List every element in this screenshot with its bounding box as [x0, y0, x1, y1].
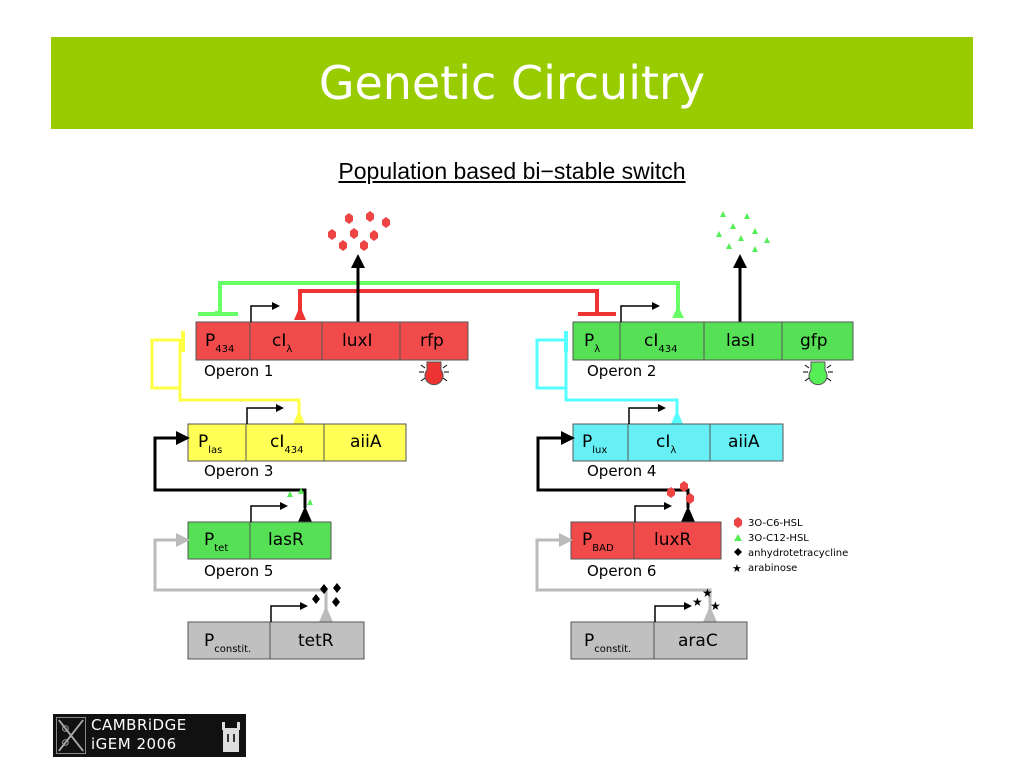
- operon-5-label: Operon 5: [204, 562, 273, 580]
- legend-item-c12-hsl: 3O-C12-HSL: [734, 533, 809, 544]
- operon-4-gene-2: aiiA: [728, 432, 760, 452]
- logo-line-2: iGEM 2006: [91, 735, 177, 753]
- green-triangle-icon: [734, 534, 742, 541]
- title-bar: Genetic Circuitry: [51, 37, 973, 129]
- legend-item-atc: anhydrotetracycline: [734, 548, 848, 559]
- arac-regulation-line: ★ ★ ★: [535, 533, 721, 622]
- operon-1-gene-1: cIλ: [272, 331, 292, 355]
- lasr-activation-line: [153, 431, 313, 522]
- operon-4-gene-1: cIλ: [656, 432, 676, 456]
- red-repression-line: [294, 289, 616, 320]
- operon-7-promoter: Pconstit.: [204, 631, 251, 655]
- operon-6-label: Operon 6: [587, 562, 656, 580]
- operon-8-promoter: Pconstit.: [584, 631, 631, 655]
- luxr-activation-line: [536, 431, 695, 522]
- c12-hsl-cloud: [716, 211, 770, 252]
- black-star-icon: ★: [732, 562, 742, 575]
- green-lightbulb-icon: [803, 361, 833, 386]
- operon-3-gene-1: cI434: [270, 432, 303, 456]
- operon-2-gene-2: lasI: [726, 331, 755, 351]
- crest-icon: [56, 717, 86, 754]
- operon-5-promoter: Ptet: [204, 530, 228, 554]
- operon-3-promoter: Plas: [198, 432, 222, 456]
- cyan-repression-line: [535, 331, 683, 424]
- red-hexagon-icon: [734, 517, 742, 528]
- operon-4-label: Operon 4: [587, 462, 656, 480]
- operon-2-promoter: Pλ: [584, 331, 600, 355]
- legend-item-arabinose: ★ arabinose: [732, 562, 797, 575]
- operon-1: P434 cIλ luxI rfp Operon 1: [195, 302, 469, 386]
- operon-6: PBAD luxR Operon 6: [570, 502, 722, 580]
- slide-subtitle: Population based bi−stable switch: [338, 158, 686, 184]
- operon-1-promoter: P434: [205, 331, 234, 355]
- operon-3-gene-2: aiiA: [350, 432, 382, 452]
- svg-text:★: ★: [710, 599, 721, 613]
- operon-8-gene-1: araC: [678, 631, 718, 651]
- slide-title: Genetic Circuitry: [318, 56, 706, 110]
- cambridge-igem-logo: CAMBRiDGE iGEM 2006: [53, 714, 246, 757]
- svg-text:anhydrotetracycline: anhydrotetracycline: [748, 548, 848, 559]
- legend-item-c6-hsl: 3O-C6-HSL: [734, 517, 803, 529]
- svg-text:3O-C6-HSL: 3O-C6-HSL: [748, 518, 803, 529]
- yellow-repression-line: [150, 331, 305, 424]
- operon-4: Plux cIλ aiiA Operon 4: [572, 404, 784, 480]
- red-lightbulb-icon: [419, 361, 449, 386]
- operon-5: Ptet lasR Operon 5: [187, 502, 332, 580]
- svg-text:★: ★: [702, 586, 713, 600]
- logo-line-1: CAMBRiDGE: [91, 716, 187, 734]
- tetr-regulation-line: [153, 533, 341, 622]
- operon-5-gene-1: lasR: [268, 530, 304, 550]
- operon-2-gene-3: gfp: [800, 331, 828, 351]
- green-repression-line: [198, 281, 684, 318]
- operon-4-promoter: Plux: [582, 432, 607, 456]
- operon-8: Pconstit. araC: [570, 602, 748, 660]
- operon-6-promoter: PBAD: [582, 530, 614, 554]
- operon-1-gene-2: luxI: [342, 331, 373, 351]
- c6-hsl-cloud: [328, 211, 390, 251]
- black-diamond-icon: [734, 548, 742, 556]
- operon-1-label: Operon 1: [204, 362, 273, 380]
- chapel-icon: [222, 722, 240, 752]
- operon-3: Plas cI434 aiiA Operon 3: [187, 404, 407, 480]
- legend: 3O-C6-HSL 3O-C12-HSL anhydrotetracycline…: [732, 517, 848, 575]
- svg-text:arabinose: arabinose: [748, 563, 797, 574]
- operon-2-gene-1: cI434: [644, 331, 677, 355]
- operon-2-label: Operon 2: [587, 362, 656, 380]
- operon-6-gene-1: luxR: [654, 530, 692, 550]
- svg-text:★: ★: [692, 595, 703, 609]
- operon-3-label: Operon 3: [204, 462, 273, 480]
- operon-1-gene-3: rfp: [420, 331, 444, 351]
- operon-7: Pconstit. tetR: [187, 602, 365, 660]
- operon-7-gene-1: tetR: [298, 631, 334, 651]
- operon-2: Pλ cI434 lasI gfp Operon 2: [572, 302, 854, 386]
- svg-text:3O-C12-HSL: 3O-C12-HSL: [748, 533, 809, 544]
